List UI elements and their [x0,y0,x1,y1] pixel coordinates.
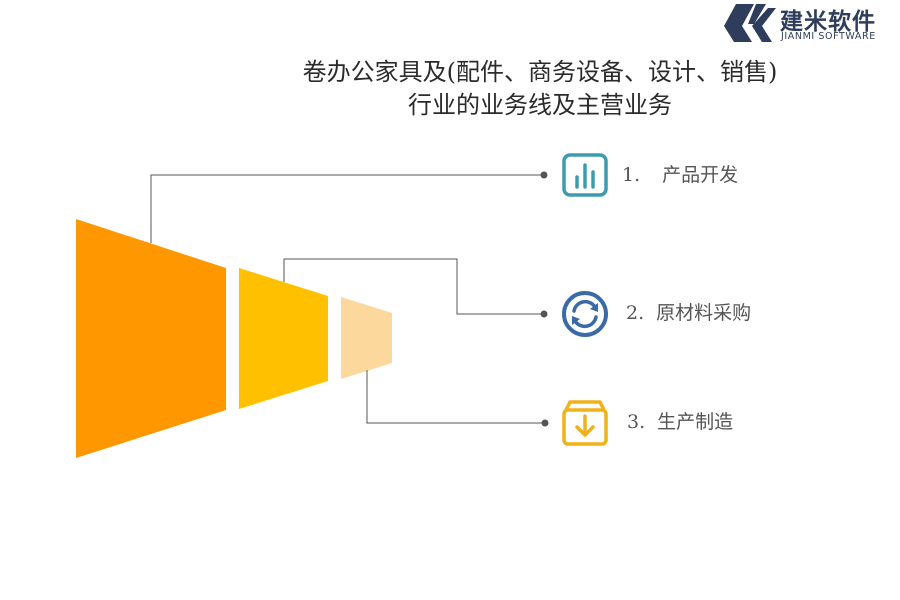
connector-dot-3 [541,419,549,427]
title-line-2: 行业的业务线及主营业务 [408,91,672,119]
item-label: 生产制造 [657,411,734,433]
funnel-segment-1 [76,219,226,458]
title-line-1: 卷办公家具及(配件、商务设备、设计、销售) [302,58,778,86]
list-item-1: 1. 产品开发 [622,160,738,187]
connector-line-3 [366,370,545,424]
page-title: 卷办公家具及(配件、商务设备、设计、销售) 行业的业务线及主营业务 [190,56,890,122]
bar-chart-icon [562,153,608,197]
connector-line-1 [150,174,544,243]
item-number: 2. [626,302,645,324]
brand-name-en: JIANMI SOFTWARE [781,31,876,42]
list-item-3: 3. 生产制造 [627,407,733,434]
item-label: 产品开发 [662,164,739,186]
connector-dot-2 [540,310,548,318]
brand-name-cn: 建米软件 [780,9,876,35]
funnel-segment-3 [341,297,392,379]
connector-dot-1 [540,171,548,179]
download-box-icon [562,400,608,446]
funnel-segment-2 [239,268,328,409]
list-item-2: 2. 原材料采购 [626,298,751,325]
refresh-cycle-icon [562,291,608,337]
item-number: 3. [627,411,646,433]
item-label: 原材料采购 [656,302,752,324]
connector-line-2 [283,258,544,315]
item-number: 1. [622,164,641,186]
jianmi-logo-icon [724,4,776,42]
brand-logo: 建米软件 JIANMI SOFTWARE [722,0,900,48]
